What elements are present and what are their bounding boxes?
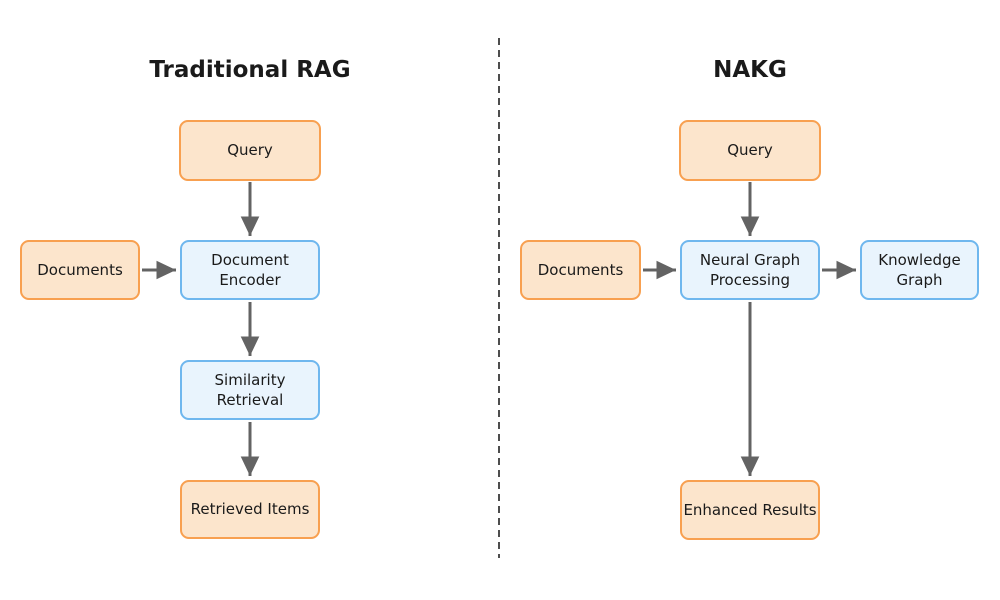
left-panel-title: Traditional RAG — [149, 57, 351, 83]
node-rag-documents: Documents — [20, 240, 140, 300]
node-nakg-documents: Documents — [520, 240, 641, 300]
node-rag-document-encoder: Document Encoder — [180, 240, 320, 300]
right-panel-title: NAKG — [713, 57, 787, 83]
node-nakg-enhanced-results: Enhanced Results — [680, 480, 820, 540]
node-rag-query: Query — [179, 120, 321, 181]
node-nakg-query: Query — [679, 120, 821, 181]
node-nakg-neural-graph-processing: Neural Graph Processing — [680, 240, 820, 300]
node-rag-similarity-retrieval: Similarity Retrieval — [180, 360, 320, 420]
node-nakg-knowledge-graph: Knowledge Graph — [860, 240, 979, 300]
node-rag-retrieved-items: Retrieved Items — [180, 480, 320, 539]
